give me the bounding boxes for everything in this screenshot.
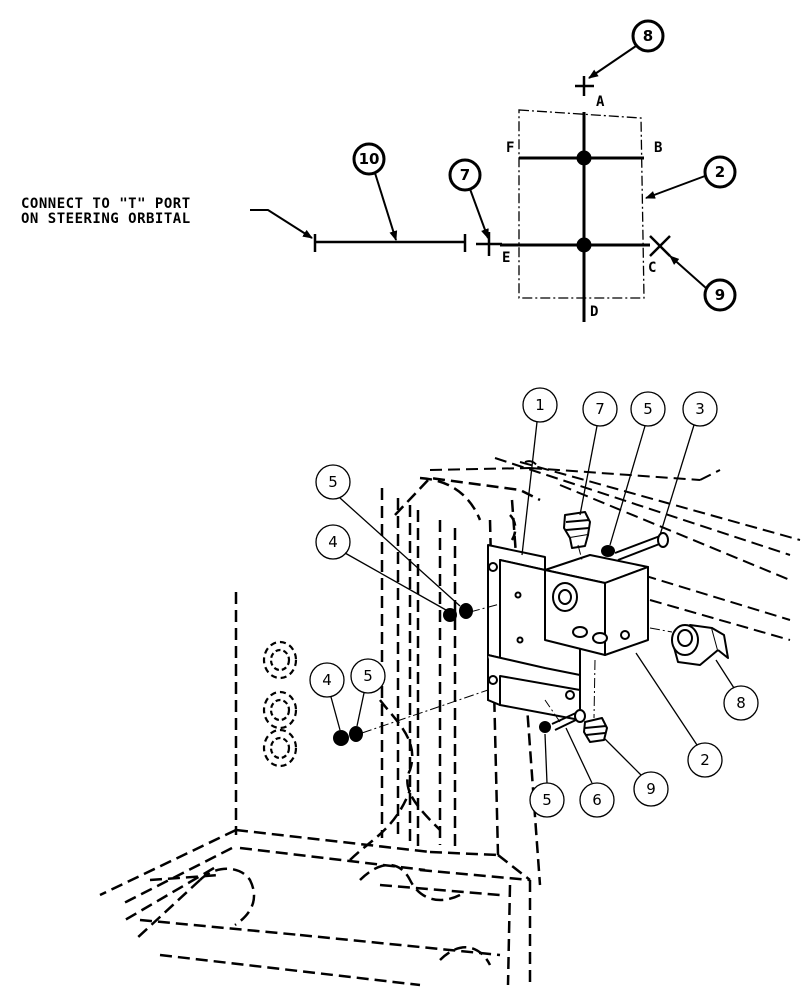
callout-5-left: 5: [315, 464, 461, 607]
junction-dot: [576, 237, 592, 253]
schematic-callouts: 8 10 7 2 9: [352, 19, 737, 312]
svg-text:3: 3: [695, 400, 705, 418]
callout-3: 3: [659, 391, 718, 536]
callout-4-left: 4: [315, 524, 447, 611]
exploded-callouts: 1 7 5 3 5 4 8: [309, 387, 759, 818]
port-label-e: E: [502, 250, 510, 266]
callout-8: 8: [588, 19, 665, 79]
svg-text:7: 7: [595, 400, 605, 418]
bolt-3: [614, 532, 669, 561]
callout-7: 7: [579, 391, 618, 516]
svg-text:10: 10: [359, 150, 380, 168]
note-line-2: ON STEERING ORBITAL: [21, 211, 191, 227]
callout-1: 1: [521, 387, 558, 556]
svg-text:8: 8: [736, 694, 746, 712]
callout-7: 7: [448, 158, 489, 239]
port-label-d: D: [590, 304, 598, 320]
svg-text:2: 2: [715, 163, 725, 181]
callout-6: 6: [565, 727, 615, 818]
port-label-c: C: [648, 260, 656, 276]
callout-4-lower: 4: [309, 662, 345, 731]
svg-text:8: 8: [643, 27, 653, 45]
fitting-8: [671, 624, 729, 666]
bolt-6: [551, 709, 586, 731]
callout-5-bottom: 5: [529, 733, 565, 818]
port-labels: A B C D E F: [502, 94, 662, 320]
callout-10: 10: [352, 142, 398, 241]
upper-panel: [429, 457, 801, 641]
svg-text:9: 9: [646, 780, 656, 798]
svg-text:6: 6: [592, 791, 602, 809]
fitting-9: [583, 717, 608, 743]
manifold-outline: [518, 109, 645, 299]
port-label-f: F: [506, 140, 514, 156]
svg-text:5: 5: [328, 473, 338, 491]
callout-9: 9: [669, 255, 737, 312]
fitting-7: [563, 511, 591, 549]
frame-structure: [99, 592, 532, 987]
svg-text:4: 4: [328, 533, 338, 551]
svg-text:2: 2: [700, 751, 710, 769]
callout-2: 2: [635, 652, 723, 778]
svg-text:9: 9: [715, 286, 725, 304]
port-label-b: B: [654, 140, 662, 156]
callout-5-lower: 5: [350, 658, 386, 727]
svg-text:1: 1: [535, 396, 545, 414]
hardware-nuts: [333, 545, 615, 746]
assembly-centerlines: [361, 544, 673, 734]
junction-dot: [576, 150, 592, 166]
valve-schematic: [250, 76, 671, 322]
svg-text:7: 7: [460, 166, 470, 184]
svg-text:5: 5: [542, 791, 552, 809]
exploded-view: [99, 457, 801, 987]
callout-8: 8: [715, 659, 759, 721]
manifold-block: [544, 554, 649, 656]
callout-9: 9: [603, 737, 669, 807]
note-line-1: CONNECT TO "T" PORT: [21, 196, 191, 212]
svg-text:4: 4: [322, 671, 332, 689]
svg-text:5: 5: [643, 400, 653, 418]
spare-plugs: [262, 640, 298, 768]
callout-2: 2: [645, 155, 737, 199]
svg-text:5: 5: [363, 667, 373, 685]
port-label-a: A: [596, 94, 605, 110]
connection-note: CONNECT TO "T" PORT ON STEERING ORBITAL: [21, 197, 191, 227]
callout-5-top: 5: [609, 391, 666, 546]
